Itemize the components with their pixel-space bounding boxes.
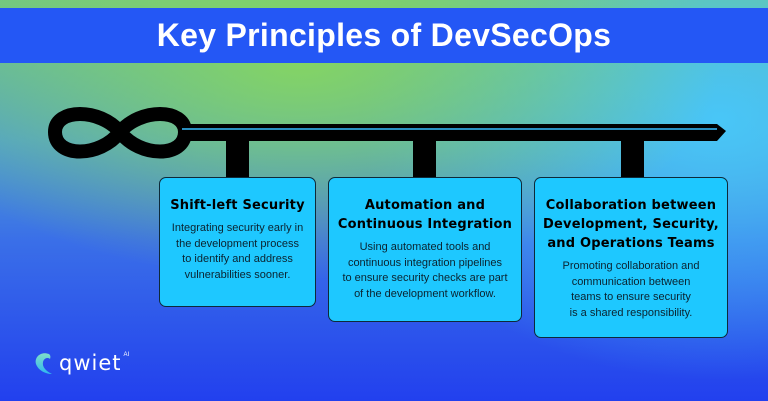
key-tooth-2 [413,141,436,177]
infinity-icon [47,107,193,159]
key-shaft [182,124,726,177]
card-heading: Automation and Continuous Integration [337,198,513,232]
card-heading: Collaboration between Development, Secur… [543,198,719,251]
qwiet-logo: qwiet AI [33,350,129,376]
card-body: Integrating security early in the develo… [171,222,304,281]
principle-card-shift-left: Shift-left Security Integrating security… [159,177,316,307]
card-heading: Shift-left Security [170,198,305,213]
page-title: Key Principles of DevSecOps [156,17,612,53]
card-body: Promoting collaboration and communicatio… [562,260,700,319]
logo-wordmark: qwiet [59,350,122,375]
principle-card-automation-ci: Automation and Continuous Integration Us… [328,177,522,322]
key-tooth-3 [621,141,644,177]
logo-ai-suffix: AI [123,352,130,358]
qwiet-swirl-icon [35,353,52,374]
key-tooth-1 [226,141,249,177]
title-banner: Key Principles of DevSecOps [0,8,768,63]
card-body: Using automated tools and continuous int… [342,241,508,300]
principle-card-collaboration: Collaboration between Development, Secur… [534,177,728,338]
